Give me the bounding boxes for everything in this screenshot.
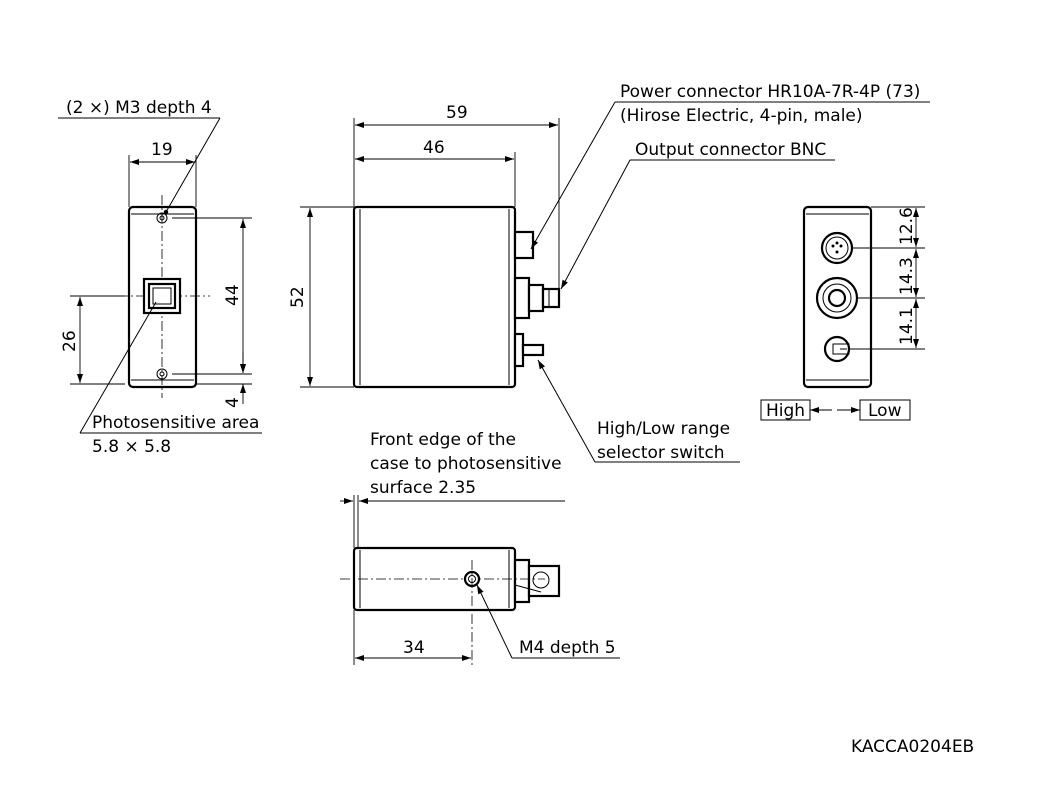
side-view xyxy=(352,205,561,389)
front-hole-pitch-dim: 44 xyxy=(223,284,243,306)
power-connector-label: Power connector HR10A-7R-4P (73) xyxy=(620,82,920,102)
power-connector-detail: (Hirose Electric, 4-pin, male) xyxy=(620,106,863,126)
mount-hole-label: M4 depth 5 xyxy=(519,638,616,658)
bnc-connector-side xyxy=(513,276,531,320)
front-edge-label-1: Front edge of the xyxy=(370,430,516,450)
high-label: High xyxy=(766,401,805,421)
rear-mid-dim: 14.3 xyxy=(897,257,917,295)
front-screw-hole-bottom xyxy=(156,368,168,380)
low-label: Low xyxy=(868,401,902,421)
bottom-offset-dim: 34 xyxy=(403,638,425,658)
range-switch-side xyxy=(513,332,525,368)
side-length-dim: 59 xyxy=(446,103,468,123)
rear-dimensions xyxy=(849,206,925,350)
front-view xyxy=(100,195,210,398)
output-connector-label: Output connector BNC xyxy=(635,140,826,160)
rear-top-dim: 12.6 xyxy=(897,207,917,245)
range-switch-label-2: selector switch xyxy=(597,443,725,463)
photosensitive-area-size: 5.8 × 5.8 xyxy=(92,437,171,457)
front-screw-hole-top xyxy=(156,212,168,224)
side-inner-length-dim: 46 xyxy=(423,138,445,158)
photosensitive-area-label: Photosensitive area xyxy=(92,413,259,433)
front-edge-label-2: case to photosensitive xyxy=(370,454,562,474)
side-height-dim: 52 xyxy=(288,286,308,308)
power-connector-side xyxy=(513,230,535,260)
range-switch-label: High/Low range xyxy=(597,419,730,439)
side-dimensions xyxy=(300,101,930,463)
rear-view xyxy=(802,205,873,389)
front-hole-offset-dim: 4 xyxy=(223,397,243,408)
front-dimensions xyxy=(58,117,262,434)
high-low-indicator xyxy=(760,399,911,421)
drawing-code: KACCA0204EB xyxy=(851,737,974,757)
front-edge-label-3: surface 2.35 xyxy=(370,478,476,498)
screw-holes-label: (2 ×) M3 depth 4 xyxy=(66,98,212,118)
front-area-height-dim: 26 xyxy=(60,330,80,352)
front-width-dim: 19 xyxy=(151,140,173,160)
rear-low-dim: 14.1 xyxy=(897,307,917,345)
bottom-dimensions xyxy=(340,495,620,665)
bottom-view xyxy=(340,546,561,665)
